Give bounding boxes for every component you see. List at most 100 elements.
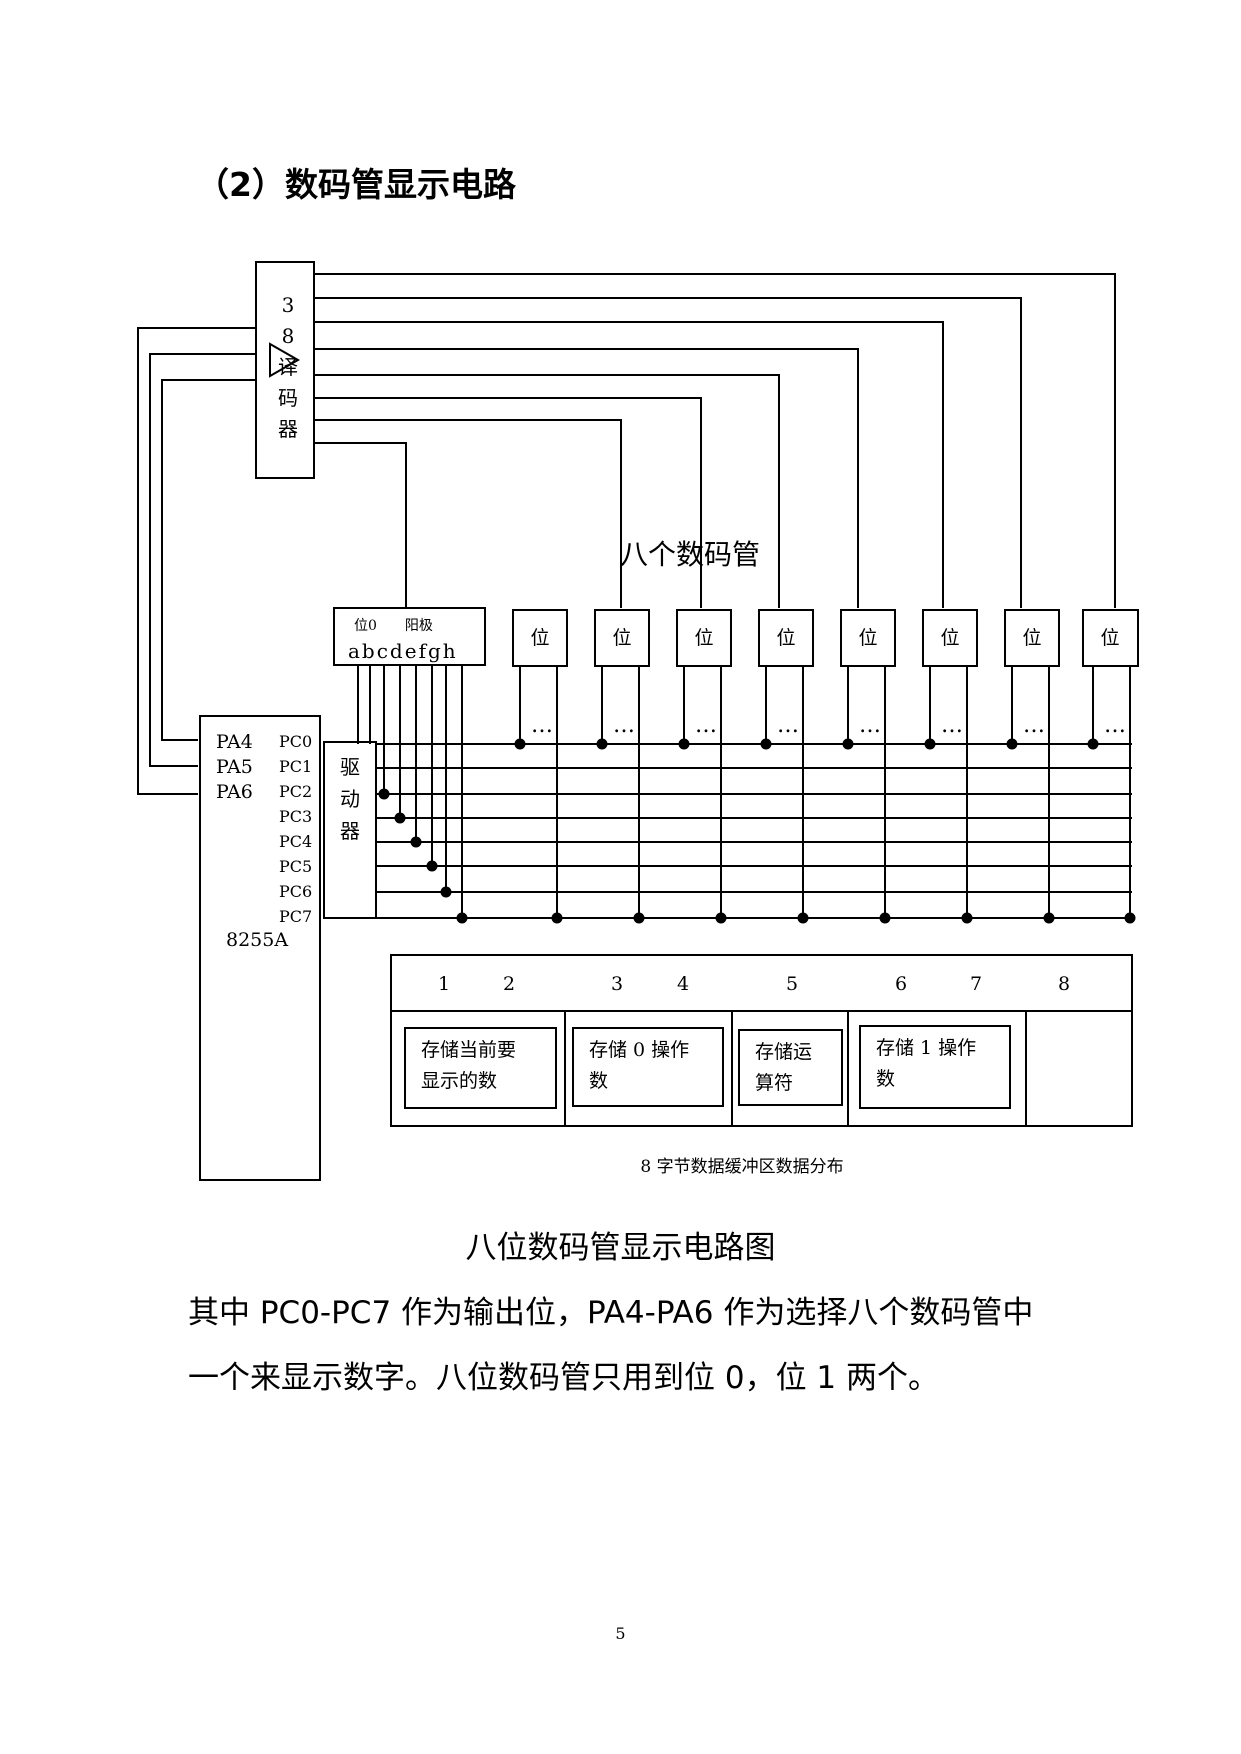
decoder-output-wire-1 — [314, 297, 1022, 608]
buffer-cell-1-line-0: 存储当前要 — [421, 1039, 516, 1061]
driver-label-2: 器 — [340, 819, 360, 843]
digit-tube-3 — [676, 609, 732, 667]
segment-junction-0 — [378, 788, 390, 800]
tube-junction-top-4 — [842, 738, 854, 750]
circuit-wires — [137, 273, 1132, 1126]
segment-junction-1 — [394, 812, 406, 824]
tube-ellipsis-5: … — [941, 713, 963, 738]
chip-pc-pin-0: PC0 — [279, 732, 312, 751]
digit-tube-8 — [1082, 609, 1139, 667]
buffer-cell-2 — [572, 1027, 724, 1107]
circuit-components — [199, 261, 1139, 1181]
tube-ellipsis-6: … — [1023, 713, 1045, 738]
decoder-output-wire-5 — [314, 397, 702, 608]
driver-label-0: 驱 — [340, 755, 360, 779]
segment-junction-5 — [456, 912, 468, 924]
buffer-cell-1 — [404, 1027, 557, 1109]
digit-tube-5 — [840, 609, 896, 667]
chip-pc-pin-7: PC7 — [279, 907, 312, 926]
tube-junction-bottom-6 — [1043, 912, 1055, 924]
pa5-wire — [149, 353, 256, 767]
chip-pc-pin-5: PC5 — [279, 857, 312, 876]
tube-junction-bottom-4 — [879, 912, 891, 924]
chip-pc-pin-6: PC6 — [279, 882, 312, 901]
chip-8255a — [199, 715, 321, 1181]
segment-junction-3 — [426, 860, 438, 872]
buffer-cell-3-line-0: 存储运 — [755, 1041, 812, 1063]
segment-junction-4 — [440, 886, 452, 898]
digit-tube-1 — [512, 609, 568, 667]
tube-junction-top-5 — [924, 738, 936, 750]
figure-caption: 八位数码管显示电路图 — [465, 1230, 776, 1266]
digit-tube-6 — [922, 609, 978, 667]
chip-pa-pin-0: PA4 — [216, 731, 253, 753]
decoder-label-4: 器 — [278, 417, 298, 441]
tube-ellipsis-1: … — [613, 713, 635, 738]
digit-tube-label-7: 位 — [1022, 627, 1041, 649]
digit-tube-7 — [1004, 609, 1060, 667]
tube-junction-bottom-1 — [633, 912, 645, 924]
paragraph-line-2: 一个来显示数字。八位数码管只用到位 0，位 1 两个。 — [188, 1360, 940, 1396]
buffer-cell-4-line-1: 数 — [876, 1068, 895, 1090]
chip-pc-pin-2: PC2 — [279, 782, 312, 801]
buffer-body — [390, 1010, 1133, 1127]
decoder-label-0: 3 — [282, 293, 295, 317]
segment-junction-2 — [410, 836, 422, 848]
chip-pa-pin-1: PA5 — [216, 756, 253, 778]
digit-tube-label-8: 位 — [1100, 627, 1119, 649]
decoder-output-wire-6 — [314, 419, 622, 608]
driver-box — [323, 741, 377, 919]
buffer-index-2: 3 — [611, 973, 623, 995]
tube-junction-top-2 — [678, 738, 690, 750]
pa6-wire — [137, 327, 256, 795]
tube-ellipsis-7: … — [1104, 713, 1126, 738]
decoder-triangle-icon — [269, 342, 301, 378]
tube-junction-top-3 — [760, 738, 772, 750]
decoder-label-3: 码 — [278, 386, 298, 410]
section-heading: （2）数码管显示电路 — [196, 165, 516, 204]
buffer-cell-3-line-1: 算符 — [755, 1072, 793, 1094]
tube-junction-top-0 — [514, 738, 526, 750]
tube-junction-bottom-0 — [551, 912, 563, 924]
decoder-output-wire-2 — [314, 321, 944, 608]
buffer-index-1: 2 — [503, 973, 515, 995]
buffer-index-3: 4 — [677, 973, 689, 995]
junction-dots — [378, 738, 1136, 924]
tube-junction-top-6 — [1006, 738, 1018, 750]
tube-junction-bottom-3 — [797, 912, 809, 924]
tube-junction-bottom-2 — [715, 912, 727, 924]
digit-tube-label-4: 位 — [776, 627, 795, 649]
buffer-index-7: 8 — [1058, 973, 1070, 995]
chip-pc-pin-1: PC1 — [279, 757, 312, 776]
digit0-segment-labels: abcdefgh — [348, 639, 458, 663]
circuit-labels: 38译码器位0 阳极abcdefgh八个数码管位位位位位位位位PA4PA5PA6… — [216, 293, 1126, 1177]
chip-pc-pin-3: PC3 — [279, 807, 312, 826]
tube-junction-top-7 — [1087, 738, 1099, 750]
pa4-wire — [161, 379, 256, 741]
digit-tube-4 — [758, 609, 814, 667]
buffer-cell-1-line-1: 显示的数 — [421, 1070, 497, 1092]
buffer-cell-4 — [859, 1025, 1011, 1109]
chip-pa-pin-2: PA6 — [216, 781, 253, 803]
decoder-box — [255, 261, 315, 479]
decoder-output-wire-4 — [314, 374, 780, 608]
digit-tube-label-3: 位 — [694, 627, 713, 649]
tube-ellipsis-4: … — [859, 713, 881, 738]
digit-tube-label-1: 位 — [530, 627, 549, 649]
digit0-box — [333, 607, 486, 666]
buffer-cell-3 — [738, 1029, 843, 1106]
page-number: 5 — [615, 1624, 626, 1643]
buffer-cell-2-line-1: 数 — [589, 1070, 608, 1092]
decoder-output-wire-7 — [314, 442, 407, 608]
buffer-index-4: 5 — [786, 973, 798, 995]
driver-label-1: 动 — [340, 787, 360, 811]
decoder-label-2: 译 — [278, 355, 298, 379]
digit-tube-label-5: 位 — [858, 627, 877, 649]
tube-ellipsis-3: … — [777, 713, 799, 738]
tube-junction-bottom-7 — [1124, 912, 1136, 924]
buffer-index-0: 1 — [438, 973, 450, 995]
digit0-top-label: 位0 阳极 — [354, 618, 433, 634]
chip-pc-pin-4: PC4 — [279, 832, 312, 851]
buffer-cell-2-line-0: 存储 0 操作 — [589, 1039, 689, 1061]
